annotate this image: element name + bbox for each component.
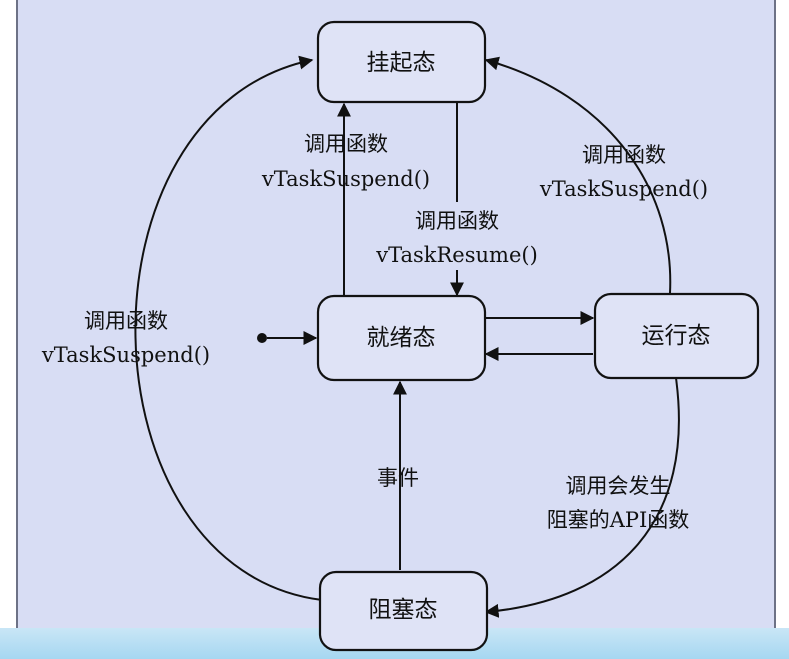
label-running-to-blocked-line1: 调用会发生 xyxy=(566,474,671,498)
state-ready-label: 就绪态 xyxy=(367,325,436,351)
label-running-to-blocked: 调用会发生 阻塞的API函数 xyxy=(547,474,690,532)
label-suspended-to-ready: 调用函数 vTaskResume() xyxy=(375,209,538,267)
label-blocked-to-suspended: 调用函数 vTaskSuspend() xyxy=(41,309,210,367)
state-running-label: 运行态 xyxy=(642,323,711,349)
label-blocked-to-suspended-line2: vTaskSuspend() xyxy=(41,343,210,367)
label-running-to-blocked-line2: 阻塞的API函数 xyxy=(547,508,690,532)
label-ready-to-suspended-line2: vTaskSuspend() xyxy=(261,167,430,191)
label-blocked-to-ready: 事件 xyxy=(377,466,419,490)
state-suspended: 挂起态 xyxy=(316,20,487,104)
edge-running-to-blocked xyxy=(484,377,680,618)
initial-state-dot xyxy=(257,333,267,343)
label-running-to-suspended-line2: vTaskSuspend() xyxy=(539,177,708,201)
state-suspended-label: 挂起态 xyxy=(367,50,436,76)
edge-blocked-to-suspended xyxy=(134,55,323,601)
state-blocked-label: 阻塞态 xyxy=(369,597,438,623)
label-ready-to-suspended-line1: 调用函数 xyxy=(304,132,388,156)
state-running: 运行态 xyxy=(593,292,760,380)
state-ready: 就绪态 xyxy=(316,294,487,382)
label-running-to-suspended: 调用函数 vTaskSuspend() xyxy=(539,143,708,201)
right-margin xyxy=(776,0,789,659)
edges xyxy=(134,55,680,618)
label-blocked-to-ready-line1: 事件 xyxy=(377,466,419,490)
label-suspended-to-ready-line1: 调用函数 xyxy=(415,209,499,233)
label-ready-to-suspended: 调用函数 vTaskSuspend() xyxy=(261,132,430,191)
edge-running-to-suspended xyxy=(484,56,672,294)
left-margin xyxy=(0,0,16,659)
label-running-to-suspended-line1: 调用函数 xyxy=(582,143,666,167)
state-blocked: 阻塞态 xyxy=(318,570,489,652)
label-suspended-to-ready-line2: vTaskResume() xyxy=(375,243,538,267)
label-blocked-to-suspended-line1: 调用函数 xyxy=(84,309,168,333)
